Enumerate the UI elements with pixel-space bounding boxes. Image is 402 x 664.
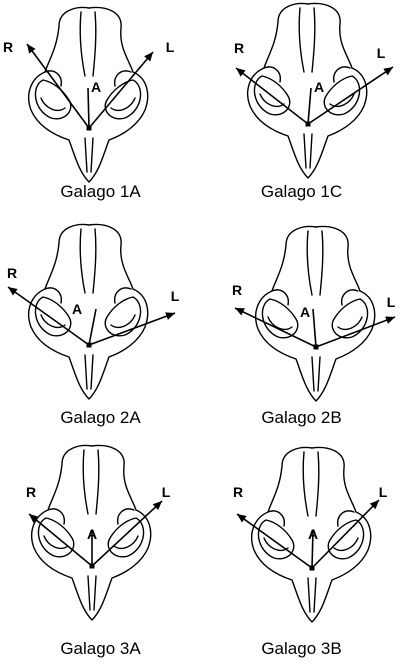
vector-right (237, 514, 312, 568)
label-left: L (387, 294, 396, 310)
vector-left-head (165, 312, 175, 319)
orbit-right (35, 297, 70, 336)
label-left: L (379, 484, 388, 500)
orbit-rim (268, 317, 292, 329)
snout-line (85, 355, 93, 389)
label-right: R (234, 40, 244, 56)
vector-left-head (383, 67, 393, 75)
orbit-left (332, 299, 367, 338)
vector-right-head (27, 44, 36, 54)
vector-axis (308, 88, 311, 124)
cranial-ridge-line (96, 450, 99, 514)
vector-axis (88, 88, 89, 128)
skull-panel: R L A Galago 1C (201, 0, 402, 221)
skull-drawing (256, 227, 375, 401)
panel-caption: Galago 3B (201, 639, 402, 659)
skull-panel: R L A Galago 3A (0, 442, 201, 663)
cranial-ridge-line (320, 231, 323, 295)
skull-panel: R L A Galago 3B (201, 442, 402, 663)
cranial-ridge-line (93, 229, 96, 293)
label-left: L (377, 45, 386, 61)
direction-vectors (236, 67, 393, 127)
snout-line (308, 578, 316, 612)
label-right: R (7, 265, 17, 281)
cranial-ridge-line (307, 231, 312, 295)
vector-left-head (385, 316, 395, 323)
orbit-right (35, 80, 70, 119)
snout-line (304, 134, 312, 168)
orbit-right (262, 299, 297, 338)
label-axis: A (87, 526, 97, 542)
skull-diagram: R L A (201, 442, 402, 663)
skull-panel: R L A Galago 2A (0, 221, 201, 442)
panel-caption: Galago 1C (201, 182, 402, 202)
cranial-ridge-line (93, 12, 96, 76)
origin-point (87, 343, 92, 348)
cranial-ridge-line (80, 12, 85, 76)
panel-caption: Galago 3A (0, 639, 201, 659)
orbit-rim (338, 317, 362, 329)
orbit-rim (111, 98, 135, 110)
label-left: L (162, 484, 171, 500)
origin-point (87, 126, 92, 131)
panel-caption: Galago 2B (201, 408, 402, 428)
panel-caption: Galago 1A (0, 182, 201, 202)
origin-point (314, 345, 319, 350)
vector-right (29, 514, 92, 566)
origin-point (310, 566, 315, 571)
label-right: R (232, 282, 242, 298)
orbit-rim (334, 538, 358, 550)
orbit-right (258, 520, 293, 559)
vector-right-head (8, 287, 18, 295)
direction-vectors (8, 287, 175, 348)
label-left: L (166, 39, 175, 55)
orbit-left (105, 297, 140, 336)
cranial-ridge-line (83, 450, 88, 514)
skull-panel: R L A Galago 2B (201, 221, 402, 442)
direction-vectors (235, 308, 395, 350)
origin-point (90, 564, 95, 569)
vector-left (316, 317, 395, 347)
label-axis: A (91, 79, 101, 95)
vector-left (89, 313, 175, 345)
label-right: R (3, 39, 13, 55)
orbit-left (105, 80, 140, 119)
skull-outline (29, 225, 148, 399)
skull-diagram: R L A (0, 442, 201, 663)
orbit-rim (41, 98, 65, 110)
vector-left (308, 67, 393, 124)
snout-line (312, 357, 320, 391)
orbit-left (328, 520, 363, 559)
orbit-rim (111, 315, 135, 327)
panel-caption: Galago 2A (0, 408, 201, 428)
label-axis: A (72, 301, 82, 317)
vector-right-head (236, 68, 246, 77)
vector-axis (89, 309, 96, 345)
label-axis: A (314, 79, 324, 95)
cranial-ridge-line (312, 8, 315, 72)
cranial-ridge-line (316, 452, 319, 516)
vector-left (312, 500, 379, 568)
skull-panel: R L A Galago 1A (0, 0, 201, 221)
label-axis: A (308, 526, 318, 542)
vector-right-head (237, 514, 247, 523)
vector-right (236, 68, 308, 124)
vector-right (27, 44, 89, 128)
skull-drawing (29, 225, 148, 399)
skull-outline (256, 227, 375, 401)
cranial-ridge-line (299, 8, 304, 72)
label-left: L (171, 288, 180, 304)
label-axis: A (300, 304, 310, 320)
origin-point (306, 122, 311, 127)
cranial-ridge-line (80, 229, 85, 293)
vector-axis (313, 309, 316, 347)
snout-line (85, 138, 93, 172)
label-right: R (26, 484, 36, 500)
cranial-ridge-line (303, 452, 308, 516)
label-right: R (233, 484, 243, 500)
snout-line (88, 576, 96, 610)
